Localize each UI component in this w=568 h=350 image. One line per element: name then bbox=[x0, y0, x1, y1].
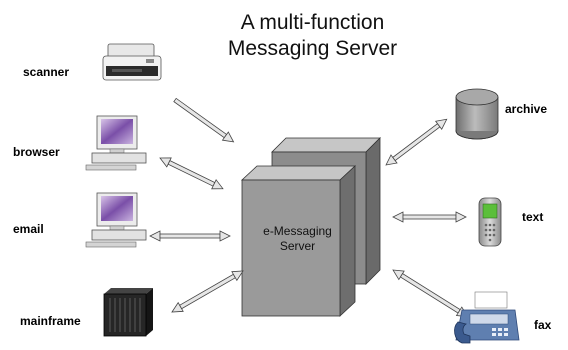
arrow-mainframe bbox=[171, 270, 244, 313]
node-label-mainframe: mainframe bbox=[20, 314, 81, 328]
server-label-line-2: Server bbox=[279, 239, 316, 253]
diagram-title: A multi-function Messaging Server bbox=[200, 10, 425, 62]
server-label: e-Messaging Server bbox=[245, 224, 350, 254]
node-label-scanner: scanner bbox=[23, 65, 70, 79]
node-label-browser: browser bbox=[13, 145, 60, 159]
node-label-archive: archive bbox=[505, 102, 548, 116]
arrow-text bbox=[392, 211, 467, 223]
title-line-1: A multi-function bbox=[240, 11, 385, 34]
arrow-scanner bbox=[173, 97, 235, 143]
arrow-fax bbox=[392, 269, 469, 318]
server-box-front bbox=[240, 165, 357, 317]
arrow-archive bbox=[385, 118, 448, 166]
node-label-text: text bbox=[522, 210, 544, 224]
arrow-email bbox=[149, 230, 231, 242]
desktop-computer-icon bbox=[85, 115, 147, 171]
title-line-2: Messaging Server bbox=[227, 37, 398, 60]
node-label-fax: fax bbox=[534, 318, 552, 332]
connection-arrows bbox=[149, 97, 469, 318]
arrow-browser bbox=[159, 157, 224, 190]
scanner-icon bbox=[102, 43, 162, 81]
node-label-email: email bbox=[13, 222, 44, 236]
server-tower-icon bbox=[103, 288, 153, 337]
server-label-line-1: e-Messaging bbox=[263, 224, 332, 238]
fax-machine-icon bbox=[454, 291, 520, 344]
desktop-computer-icon bbox=[85, 192, 147, 248]
database-cylinder-icon bbox=[455, 88, 499, 140]
mobile-phone-icon bbox=[478, 197, 502, 247]
